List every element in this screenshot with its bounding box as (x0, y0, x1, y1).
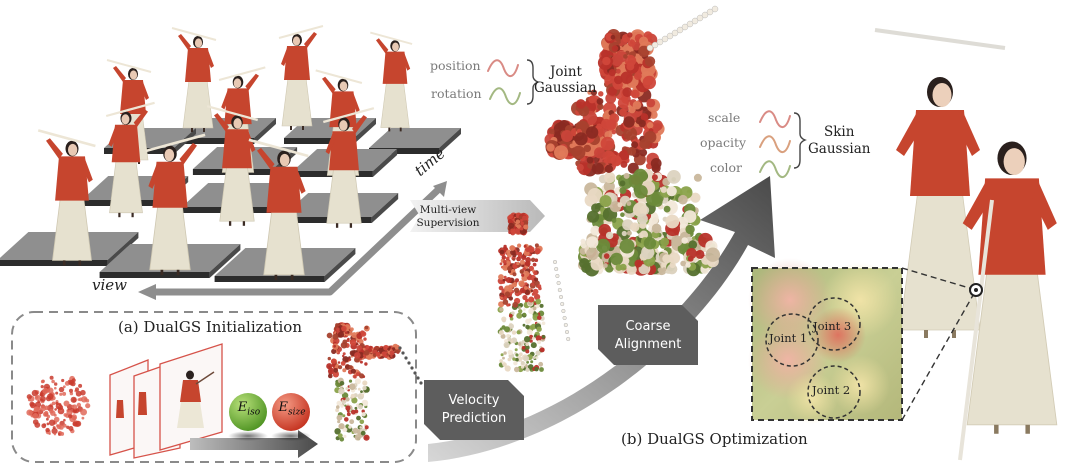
energy-iso-label: Eiso (232, 400, 266, 418)
attribute-position: position (430, 58, 481, 73)
supervised-gaussian-figure (497, 212, 571, 373)
joint-gaussian-label-line2: Gaussian (534, 80, 597, 96)
attribute-braces (526, 59, 807, 169)
performer-figures (37, 25, 413, 281)
initialized-gaussian-figure (326, 322, 423, 442)
initial-point-cloud (26, 375, 91, 436)
attribute-rotation: rotation (431, 86, 482, 101)
step-boxes (424, 305, 698, 440)
joint-gaussian-figure (544, 5, 720, 277)
time-view-axis-arrows (138, 181, 447, 300)
joint-1-label: Joint 1 (769, 331, 808, 345)
attribute-opacity: opacity (700, 135, 747, 150)
supervision-label-line1: Multi-view (419, 204, 477, 216)
joint-2-label: Joint 2 (812, 383, 851, 397)
skin-gaussian-label-line2: Gaussian (808, 141, 871, 157)
energy-size-sub: size (287, 407, 306, 418)
initialization-arrow (190, 430, 318, 458)
energy-terms (228, 393, 311, 441)
joint-zoom-inset (748, 258, 983, 424)
attribute-waves (487, 59, 791, 178)
energy-size-label: Esize (273, 400, 311, 418)
attribute-color: color (710, 160, 743, 175)
view-axis-label: view (92, 276, 127, 294)
joint-3-label: Joint 3 (813, 319, 852, 333)
velocity-step-line2: Prediction (441, 411, 507, 426)
initialization-panel (11, 311, 417, 463)
coarse-step-line2: Alignment (614, 337, 682, 352)
energy-size-base: E (278, 400, 288, 415)
optimization-caption: (b) DualGS Optimization (621, 430, 808, 448)
energy-iso-sub: iso (247, 407, 261, 418)
rendered-performers (874, 28, 1058, 461)
energy-iso-base: E (237, 400, 248, 415)
joint-gaussian-label-line1: Joint (550, 64, 582, 80)
attribute-scale: scale (708, 110, 741, 125)
initialization-caption: (a) DualGS Initialization (118, 318, 302, 336)
optimization-flow-arrow (428, 176, 775, 462)
skin-gaussian-label-line1: Skin (824, 124, 855, 140)
capture-grid (0, 25, 461, 282)
velocity-step-line1: Velocity (448, 393, 500, 408)
training-view-frames (109, 343, 223, 459)
coarse-step-line1: Coarse (625, 319, 671, 334)
supervision-label-line2: Supervision (416, 217, 480, 229)
